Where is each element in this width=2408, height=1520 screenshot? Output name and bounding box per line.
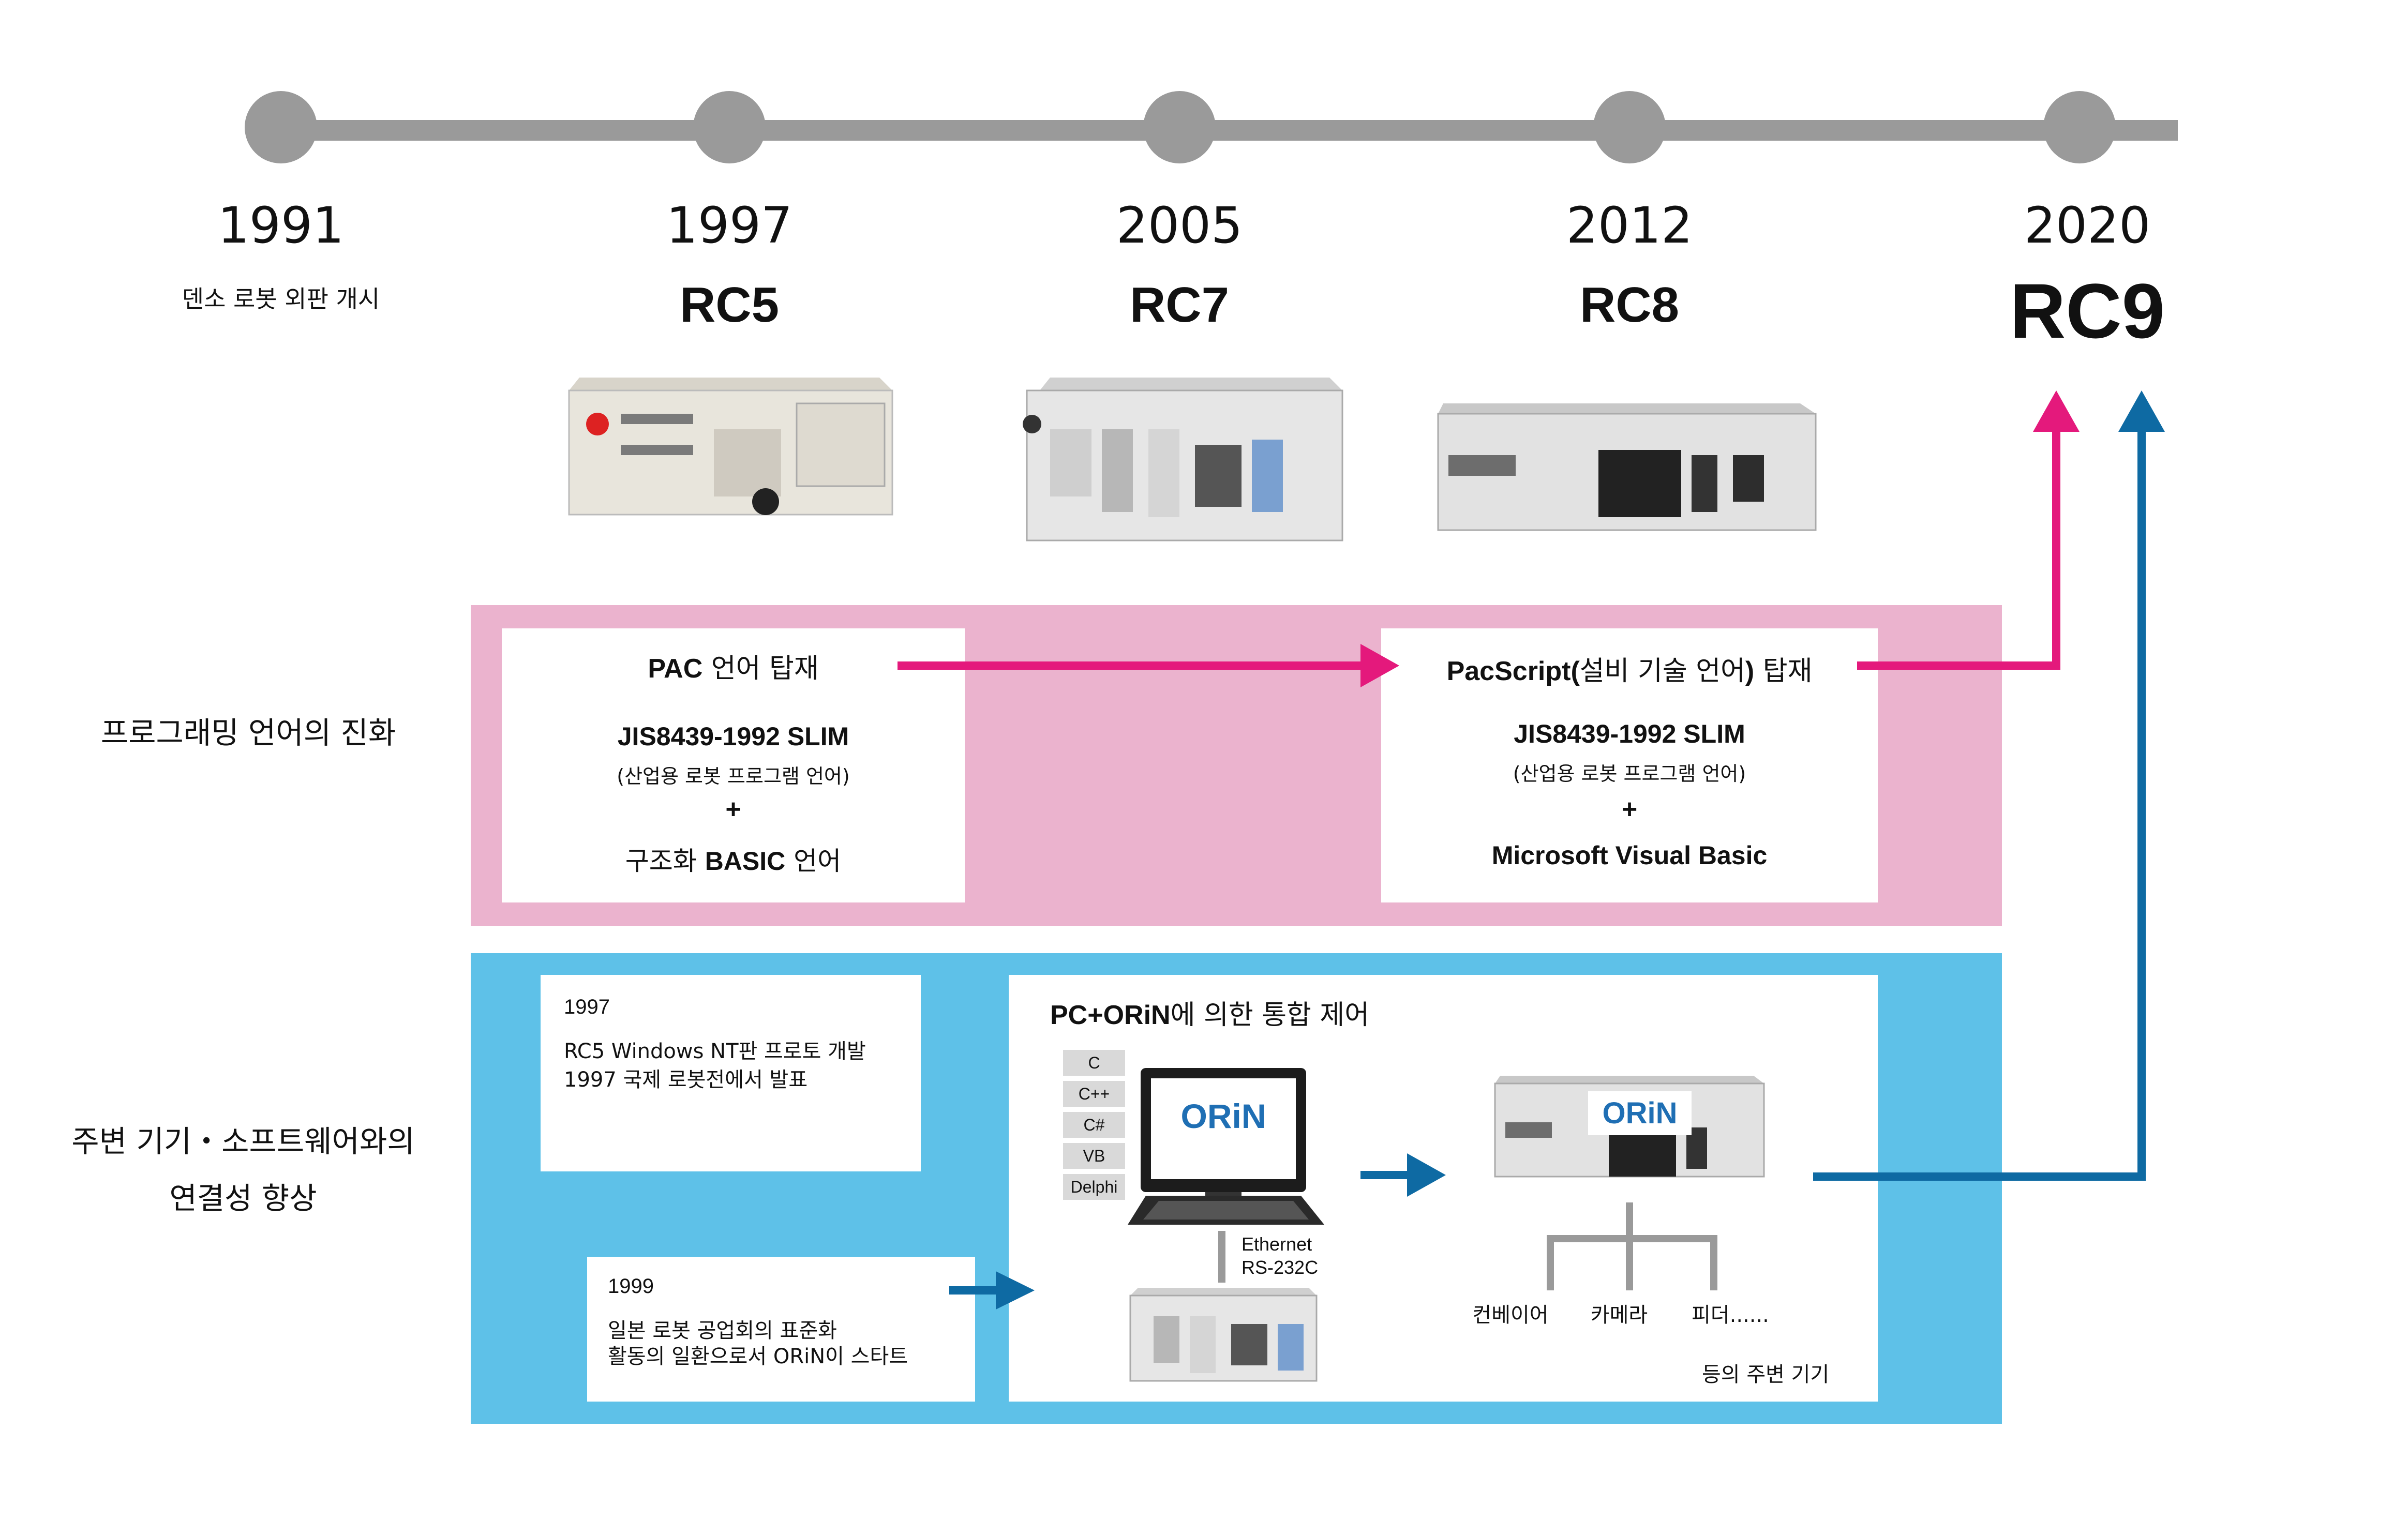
note-1997-year: 1997 bbox=[564, 996, 610, 1018]
lang-cpp: C++ bbox=[1063, 1081, 1125, 1107]
year-1991: 1991 bbox=[217, 197, 345, 254]
lang-vb: VB bbox=[1063, 1143, 1125, 1169]
link-rs232c: RS-232C bbox=[1242, 1257, 1319, 1278]
pacscript-title-mid: 설비 기술 언어 bbox=[1579, 656, 1745, 687]
lang-c: C bbox=[1063, 1050, 1125, 1076]
note-1997-line1: RC5 Windows NT판 프로토 개발 bbox=[564, 1040, 866, 1063]
caption-1991: 덴소 로봇 외판 개시 bbox=[182, 285, 380, 313]
orin-title-bold: PC+ORiN bbox=[1050, 1000, 1171, 1030]
pac-title: PAC 언어 탑재 bbox=[502, 646, 965, 685]
pink-arrowhead-2 bbox=[2033, 390, 2080, 432]
pac-extra: 구조화 BASIC 언어 bbox=[502, 840, 965, 878]
timeline-dot-1997 bbox=[693, 91, 766, 163]
orin-title: PC+ORiN에 의한 통합 제어 bbox=[1050, 993, 1369, 1032]
timeline-dot-2012 bbox=[1593, 91, 1666, 163]
orin-logo-pc: ORiN bbox=[1180, 1097, 1266, 1135]
device-conveyor: 컨베이어 bbox=[1472, 1303, 1549, 1327]
pac-standard: JIS8439-1992 SLIM bbox=[617, 722, 849, 751]
pac-standard-note: (산업용 로봇 프로그램 언어) bbox=[617, 765, 850, 788]
note-1999-line1: 일본 로봇 공업회의 표준화 bbox=[608, 1319, 837, 1343]
timeline-bar bbox=[279, 120, 2178, 141]
model-rc5: RC5 bbox=[679, 277, 780, 333]
model-rc7: RC7 bbox=[1129, 277, 1230, 333]
pac-extra-bold: BASIC bbox=[705, 847, 786, 876]
note-1997-bg bbox=[541, 975, 921, 1171]
programming-row-label: 프로그래밍 언어의 진화 bbox=[100, 715, 396, 750]
device-feeder: 피더...... bbox=[1692, 1303, 1769, 1327]
year-2012: 2012 bbox=[1566, 197, 1693, 254]
timeline-dot-2020 bbox=[2043, 91, 2116, 163]
pac-plus: + bbox=[725, 794, 741, 824]
pacscript-title: PacScript(설비 기술 언어) 탑재 bbox=[1381, 649, 1878, 688]
pac-extra-post: 언어 bbox=[785, 846, 842, 876]
lang-delphi: Delphi bbox=[1063, 1174, 1125, 1200]
pacscript-title-bold2: ) bbox=[1745, 656, 1755, 686]
connectivity-row-label-1: 주변 기기・소프트웨어와의 bbox=[71, 1124, 415, 1159]
pink-arrowhead-1 bbox=[1360, 644, 1399, 687]
pac-extra-pre: 구조화 bbox=[625, 846, 705, 876]
pacscript-standard: JIS8439-1992 SLIM bbox=[1514, 719, 1745, 748]
lang-csharp: C# bbox=[1063, 1112, 1125, 1138]
note-1999-bg bbox=[587, 1257, 975, 1402]
orin-logo-controller: ORiN bbox=[1588, 1091, 1692, 1135]
timeline-dot-2005 bbox=[1143, 91, 1216, 163]
pac-box-bg bbox=[502, 628, 965, 902]
year-2005: 2005 bbox=[1116, 197, 1243, 254]
pacscript-title-bold: PacScript( bbox=[1446, 656, 1580, 686]
link-ethernet: Ethernet bbox=[1242, 1233, 1312, 1255]
model-rc9: RC9 bbox=[2009, 267, 2165, 354]
timeline-dot-1991 bbox=[245, 91, 317, 163]
rc7-controller-image bbox=[1023, 378, 1343, 541]
pacscript-standard-note: (산업용 로봇 프로그램 언어) bbox=[1513, 762, 1746, 785]
blue-arrowhead-1999 bbox=[996, 1271, 1035, 1310]
model-rc8: RC8 bbox=[1579, 277, 1680, 333]
pac-title-bold: PAC bbox=[648, 654, 703, 684]
blue-arrowhead-rc9 bbox=[2118, 390, 2165, 432]
blue-arrowhead-pc bbox=[1407, 1153, 1446, 1197]
pacscript-plus: + bbox=[1621, 794, 1638, 824]
note-1999-line2: 활동의 일환으로서 ORiN이 스타트 bbox=[608, 1345, 908, 1368]
year-1997: 1997 bbox=[666, 197, 793, 254]
pc-monitor-icon bbox=[1128, 1068, 1324, 1225]
pacscript-extra: Microsoft Visual Basic bbox=[1491, 841, 1768, 870]
small-controller-image bbox=[1129, 1288, 1318, 1382]
rc5-controller-image bbox=[568, 378, 893, 516]
devices-note: 등의 주변 기기 bbox=[1702, 1363, 1830, 1387]
note-1999-year: 1999 bbox=[608, 1275, 654, 1298]
note-1997-line2: 1997 국제 로봇전에서 발표 bbox=[564, 1068, 808, 1092]
rc8-controller-image bbox=[1437, 403, 1817, 531]
connectivity-row-label-2: 연결성 향상 bbox=[169, 1181, 317, 1216]
device-camera: 카메라 bbox=[1590, 1303, 1648, 1327]
pacscript-box-bg bbox=[1381, 628, 1878, 902]
pac-title-rest: 언어 탑재 bbox=[702, 653, 819, 684]
orin-title-rest: 에 의한 통합 제어 bbox=[1170, 1000, 1370, 1031]
year-2020: 2020 bbox=[2024, 197, 2151, 254]
pacscript-title-rest: 탑재 bbox=[1754, 656, 1813, 687]
